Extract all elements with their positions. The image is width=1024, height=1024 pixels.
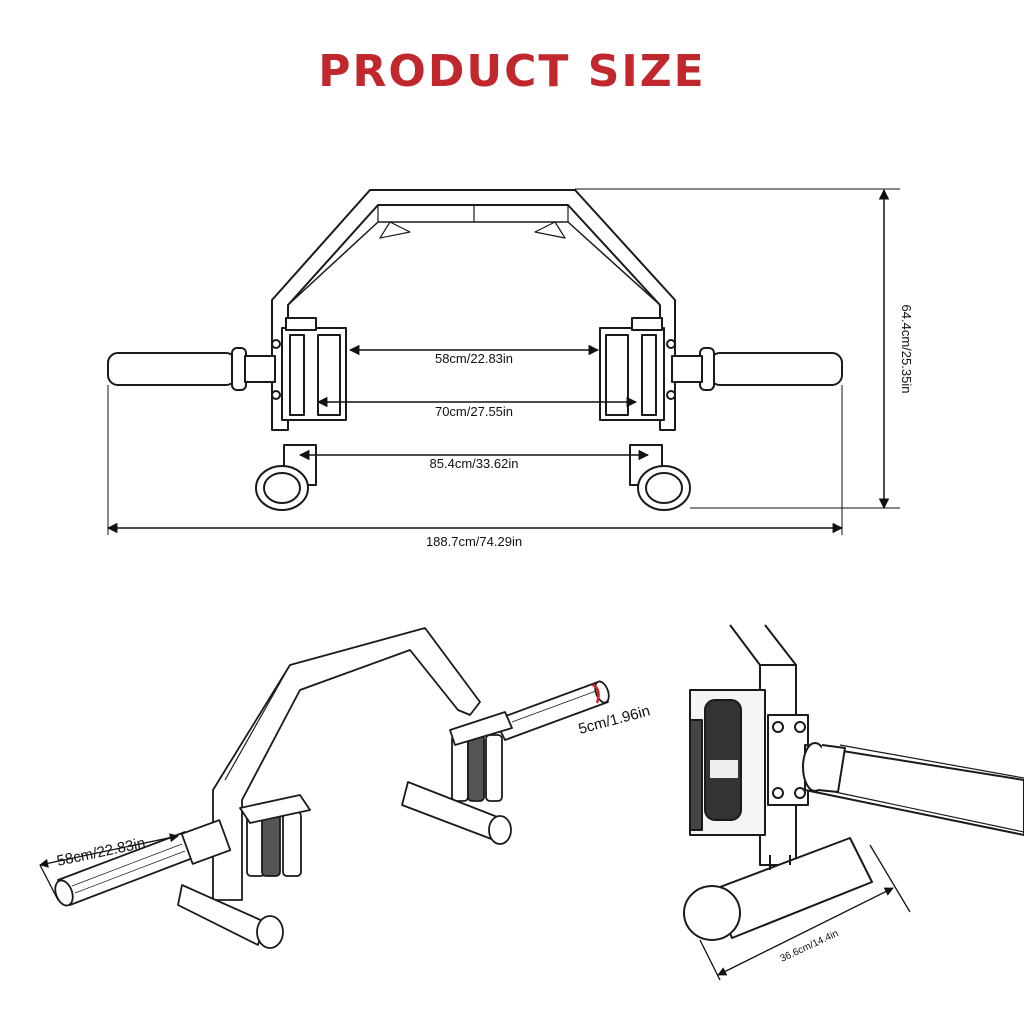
dim-overall-length: 188.7cm/74.29in xyxy=(426,534,522,549)
dim-inner-handle-spacing: 58cm/22.83in xyxy=(435,351,513,366)
dim-frame-inner-width: 70cm/27.55in xyxy=(435,404,513,419)
page-title: PRODUCT SIZE xyxy=(318,46,706,97)
sleeve-diameter-marker xyxy=(590,682,600,704)
dim-overall-height: 64.4cm/25.35in xyxy=(899,305,914,394)
detail-view xyxy=(683,624,1024,941)
perspective-left-foot xyxy=(177,884,266,946)
perspective-view xyxy=(54,627,610,949)
left-sleeve xyxy=(107,352,237,386)
right-sleeve xyxy=(709,352,843,386)
dim-foot-spacing: 85.4cm/33.62in xyxy=(430,456,519,471)
dim-foot-length: 36.6cm/14.4in xyxy=(779,928,841,965)
front-view xyxy=(107,189,843,511)
